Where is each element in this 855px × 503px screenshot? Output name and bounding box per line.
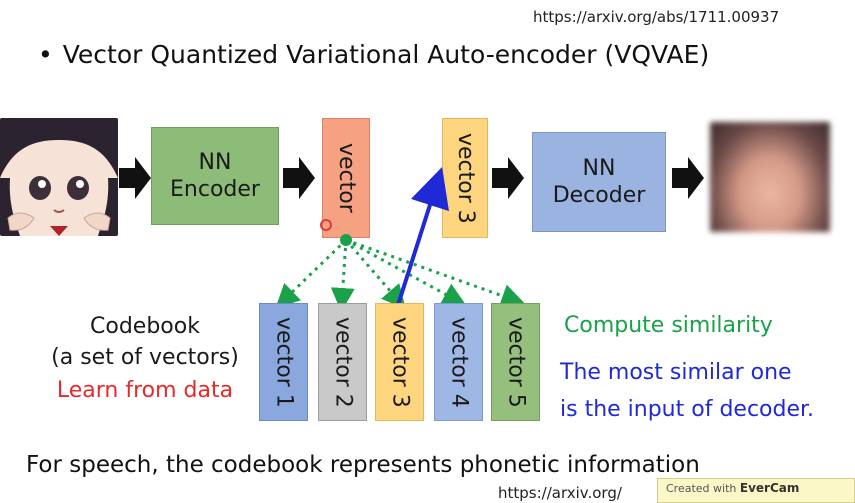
codebook-caption: Codebook (a set of vectors) Learn from d… xyxy=(40,314,250,403)
encoded-vector-label: vector xyxy=(333,143,359,213)
nn-decoder-box: NN Decoder xyxy=(532,132,666,232)
selected-vector3-label: vector 3 xyxy=(452,132,478,224)
watermark-brand: EverCam xyxy=(739,481,800,495)
reconstructed-output-image xyxy=(710,122,830,232)
similarity-line-vector1 xyxy=(275,238,348,309)
codebook-vector1-label: vector 1 xyxy=(271,316,297,408)
similarity-line-vector5 xyxy=(345,238,526,308)
codebook-vector2: vector 2 xyxy=(318,303,367,421)
speech-caption: For speech, the codebook represents phon… xyxy=(26,452,700,478)
evercam-watermark: Created with EverCam xyxy=(657,478,855,503)
codebook-vector5: vector 5 xyxy=(491,303,540,421)
codebook-vector2-label: vector 2 xyxy=(330,316,356,408)
compute-similarity-note: Compute similarity xyxy=(564,313,773,338)
codebook-vector5-label: vector 5 xyxy=(503,316,529,408)
codebook-vector4: vector 4 xyxy=(434,303,483,421)
codebook-vector4-label: vector 4 xyxy=(446,316,472,408)
codebook-title: Codebook xyxy=(90,314,200,339)
codebook-vector3: vector 3 xyxy=(375,303,424,421)
encoded-vector-box: vector xyxy=(322,118,370,238)
selection-arrow xyxy=(396,166,449,306)
url-bottom: https://arxiv.org/ xyxy=(498,484,622,502)
anime-face-illustration xyxy=(0,118,118,236)
similarity-line-vector3 xyxy=(344,239,406,310)
watermark-prefix: Created with xyxy=(666,482,737,495)
similarity-line-vector4 xyxy=(345,238,467,306)
most-similar-line2: is the input of decoder. xyxy=(560,397,815,422)
input-image xyxy=(0,118,118,236)
codebook-subtitle: (a set of vectors) xyxy=(51,345,239,370)
selected-vector3-box: vector 3 xyxy=(442,118,488,238)
arrow-encoder-to-vector xyxy=(283,157,315,199)
learn-from-data: Learn from data xyxy=(56,378,234,403)
nn-encoder-box: NN Encoder xyxy=(151,127,279,225)
slide-title: • Vector Quantized Variational Auto-encod… xyxy=(38,40,709,69)
codebook-vector3-label: vector 3 xyxy=(387,316,413,408)
title-bullet: • xyxy=(38,40,53,69)
cursor-marker xyxy=(320,219,332,231)
title-text: Vector Quantized Variational Auto-encode… xyxy=(62,40,710,69)
url-top: https://arxiv.org/abs/1711.00937 xyxy=(533,8,780,26)
arrow-decoder-to-output xyxy=(672,157,704,199)
codebook-vector1: vector 1 xyxy=(259,303,308,421)
most-similar-line1: The most similar one xyxy=(560,360,792,385)
arrow-input-to-encoder xyxy=(119,157,151,199)
arrow-vector3-to-decoder xyxy=(492,157,524,199)
similarity-line-vector2 xyxy=(330,239,355,312)
